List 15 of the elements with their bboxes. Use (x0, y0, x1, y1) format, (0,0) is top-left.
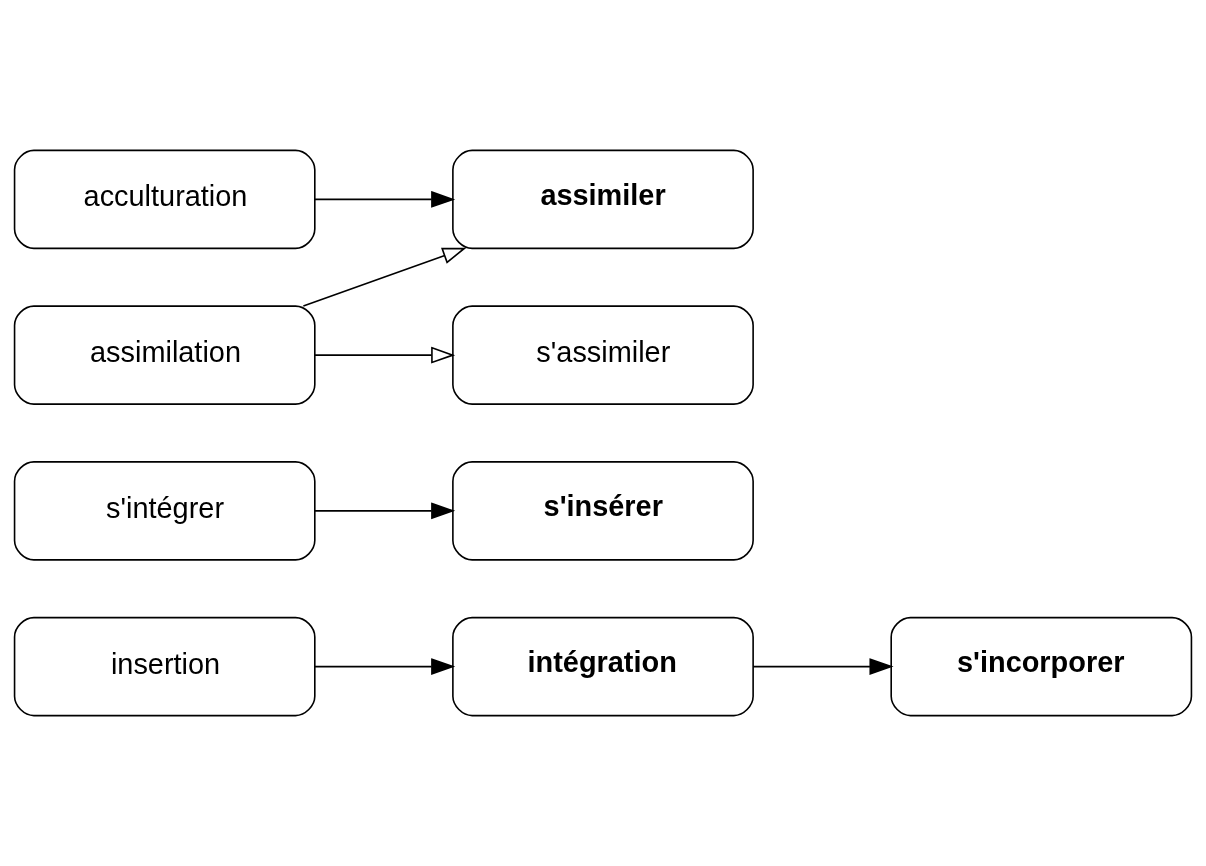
arrow (314, 190, 456, 208)
arrow (314, 502, 456, 520)
arrow (752, 658, 894, 676)
node-box: s'incorporer (890, 616, 1193, 717)
node-box: intégration (452, 616, 754, 717)
node-box: assimiler (452, 149, 754, 250)
arrow (314, 658, 456, 676)
arrow (314, 346, 456, 364)
node-box: s'intégrer (13, 461, 316, 561)
node-box: insertion (13, 616, 316, 717)
node-box: s'assimiler (452, 305, 754, 405)
arrow (302, 247, 467, 307)
node-box: s'insérer (452, 461, 754, 561)
node-box: assimilation (13, 305, 316, 405)
node-box: acculturation (13, 149, 316, 250)
